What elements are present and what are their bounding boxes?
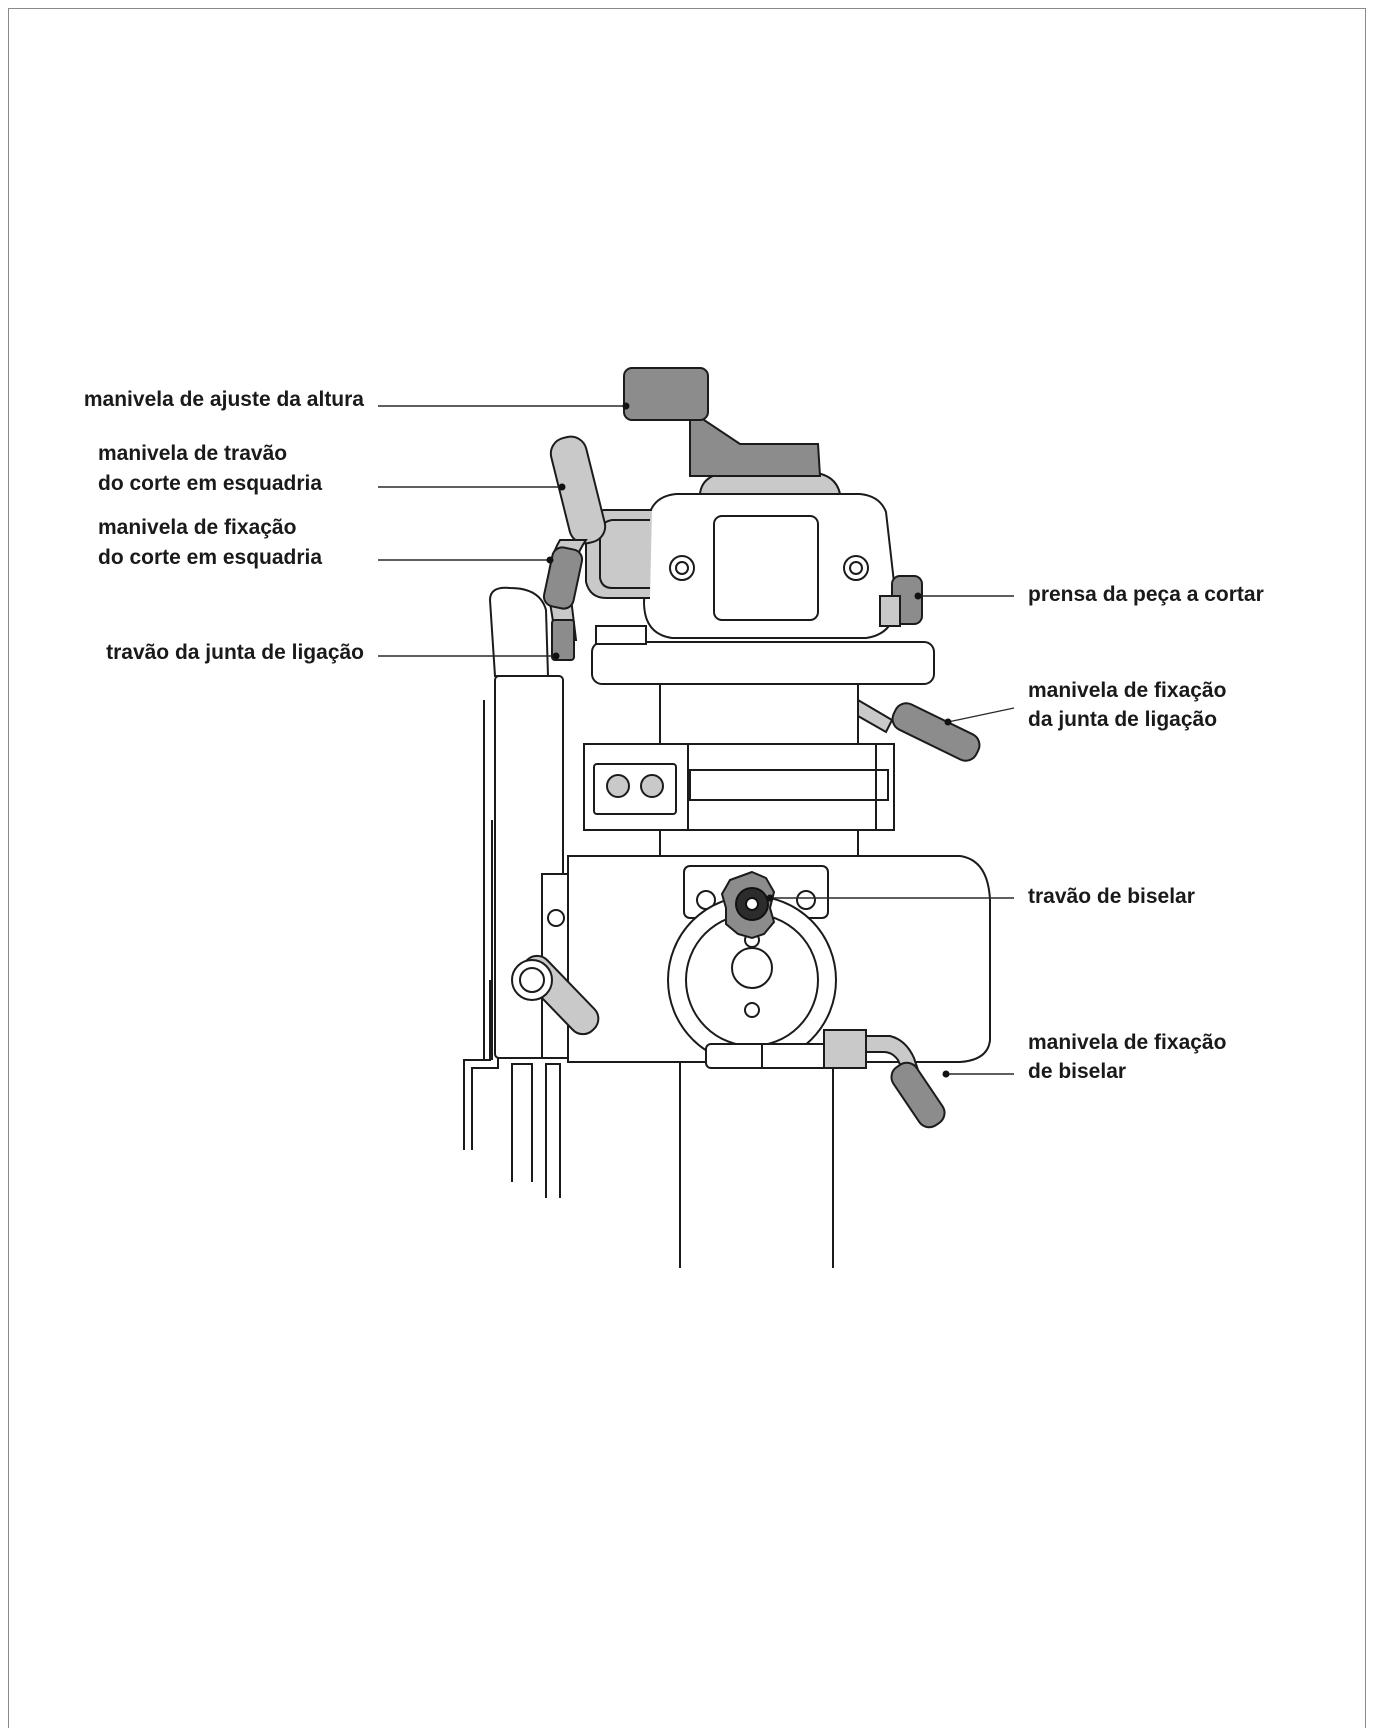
label-joint-lock: travão da junta de ligação — [106, 641, 364, 664]
label-miter-clamp-line1: manivela de fixação — [98, 516, 296, 539]
miter-clamp-grip — [542, 546, 584, 610]
label-joint-clamp-line1: manivela de fixação — [1028, 679, 1226, 702]
label-bevel-lock: travão de biselar — [1028, 885, 1195, 908]
joint-clamp-grip — [891, 702, 981, 762]
label-miter-lock-line2: do corte em esquadria — [98, 472, 322, 495]
bevel-clamp-grip — [890, 1061, 946, 1129]
leader-lines — [378, 402, 1015, 1078]
page-frame — [8, 8, 1366, 1728]
label-work-clamp: prensa da peça a cortar — [1028, 583, 1264, 606]
motor-window — [713, 515, 819, 621]
label-miter-clamp-line2: do corte em esquadria — [98, 546, 322, 569]
label-bevel-clamp-line2: de biselar — [1028, 1060, 1126, 1083]
joint-lock-block — [551, 619, 575, 661]
height-handle-arm — [689, 399, 822, 477]
label-miter-lock-line1: manivela de travão — [98, 442, 287, 465]
machine-illustration — [463, 367, 991, 1268]
callout-labels: manivela de ajuste da altura manivela de… — [84, 388, 1264, 1083]
label-bevel-clamp-line1: manivela de fixação — [1028, 1031, 1226, 1054]
upper-table — [591, 641, 935, 685]
label-joint-clamp-line2: da junta de ligação — [1028, 708, 1217, 731]
height-handle-grip — [623, 367, 709, 421]
label-height-handle: manivela de ajuste da altura — [84, 388, 364, 411]
left-post-top — [488, 586, 550, 677]
miter-lock-grip — [549, 435, 607, 545]
